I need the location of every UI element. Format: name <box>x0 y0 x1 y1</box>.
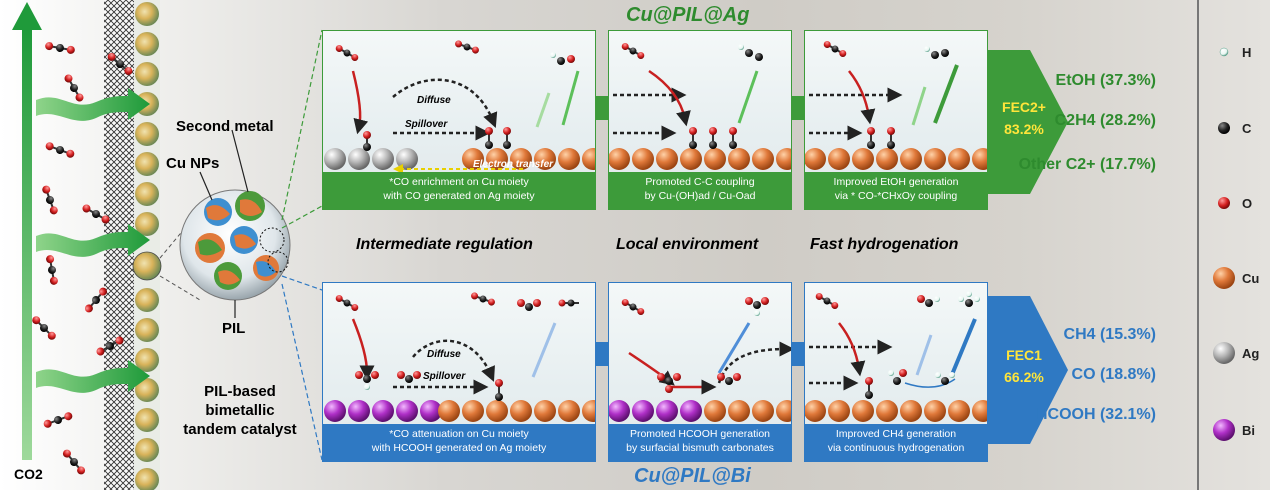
bi-atoms-row <box>609 400 702 422</box>
product-hcooh: HCOOH (32.1%) <box>1035 406 1156 423</box>
legend-cu-label: Cu <box>1242 271 1260 286</box>
ag-atoms-row <box>324 148 418 170</box>
bottom-panel-3-caption: Improved CH4 generation via continuous h… <box>805 424 987 461</box>
top-title: Cu@PIL@Ag <box>626 4 750 26</box>
zoom-line-lower <box>159 275 201 301</box>
copper-atom-icon <box>1213 267 1235 289</box>
electron-transfer-label: Electron transfer <box>473 159 554 170</box>
atom-legend <box>1213 47 1235 441</box>
legend-bi-label: Bi <box>1242 423 1255 438</box>
fe-c2-arrow <box>988 50 1068 194</box>
product-c2h4: C2H4 (28.2%) <box>1054 112 1156 129</box>
co2-molecules-feed <box>32 42 133 475</box>
bismuth-atom-icon <box>1213 419 1235 441</box>
product-other-c2: Other C2+ (17.7%) <box>1018 156 1156 173</box>
oxygen-atom-icon <box>1218 197 1230 209</box>
legend-c-label: C <box>1242 121 1252 136</box>
diffuse-label-bottom: Diffuse <box>427 349 461 360</box>
top-panel-1: Diffuse Spillover Electron transfer *CO … <box>322 30 596 210</box>
silver-atom-icon <box>1213 342 1235 364</box>
second-metal-label: Second metal <box>176 118 274 135</box>
legend-ag-label: Ag <box>1242 346 1260 361</box>
diffuse-label: Diffuse <box>417 95 451 106</box>
co2-flow-arrow-head <box>12 2 42 30</box>
bi-atoms-row <box>324 400 442 422</box>
top-panel-3: Improved EtOH generation via * CO-*CHxOy… <box>804 30 988 210</box>
label-local-environment: Local environment <box>616 236 759 253</box>
cu-atoms-row <box>462 148 595 170</box>
zoom-line-to-bottom-panel <box>281 275 323 291</box>
zoom-line-to-top-panel <box>281 205 323 229</box>
cu-atoms-row <box>805 400 987 422</box>
product-etoh: EtOH (37.3%) <box>1055 72 1156 89</box>
co2-label: CO2 <box>14 466 43 482</box>
legend-o-label: O <box>1242 196 1253 211</box>
fe-c1-label: FEC1 66.2% <box>1004 347 1044 385</box>
top-connector-2 <box>790 96 804 120</box>
pil-catalyst-sphere <box>179 189 291 301</box>
bottom-panel-1-caption: *CO attenuation on Cu moiety with HCOOH … <box>323 424 595 461</box>
catalyst-label: PIL-based bimetallic tandem catalyst <box>183 383 297 438</box>
second-metal-pointer <box>231 129 249 193</box>
legend-h-label: H <box>1242 45 1252 60</box>
top-panel-2-caption: Promoted C-C coupling by Cu-(OH)ad / Cu-… <box>609 172 791 209</box>
spillover-label-bottom: Spillover <box>423 371 466 382</box>
cu-atoms-row <box>704 400 791 422</box>
bottom-panel-2: Promoted HCOOH generation by surfacial b… <box>608 282 792 462</box>
bottom-connector-2 <box>790 342 804 366</box>
cu-nps-label: Cu NPs <box>166 155 220 172</box>
top-connector-1 <box>594 96 608 120</box>
bottom-panel-2-caption: Promoted HCOOH generation by surfacial b… <box>609 424 791 461</box>
fe-c1-arrow <box>988 296 1068 444</box>
bottom-panel-3: Improved CH4 generation via continuous h… <box>804 282 988 462</box>
cu-nps-pointer <box>199 171 213 201</box>
top-panel-1-caption: *CO enrichment on Cu moiety with CO gene… <box>323 172 595 209</box>
top-panel-2: Promoted C-C coupling by Cu-(OH)ad / Cu-… <box>608 30 792 210</box>
fe-c2-label: FEC2+ 83.2% <box>1002 99 1046 137</box>
spillover-label: Spillover <box>405 119 448 130</box>
co2-flow-arrow-shaft <box>22 30 32 460</box>
co2-wave-arrows <box>36 88 150 393</box>
cu-atoms-row <box>438 400 595 422</box>
carbon-atom-icon <box>1218 122 1230 134</box>
product-co: CO (18.8%) <box>1071 366 1156 383</box>
cu-atoms-row <box>805 148 987 170</box>
hydrogen-atom-icon <box>1219 47 1229 57</box>
label-fast-hydrogenation: Fast hydrogenation <box>810 236 959 253</box>
bottom-connector-1 <box>594 342 608 366</box>
cu-atoms-row <box>609 148 791 170</box>
label-intermediate-regulation: Intermediate regulation <box>356 236 533 253</box>
pil-label: PIL <box>222 320 246 337</box>
bottom-title: Cu@PIL@Bi <box>634 465 751 487</box>
product-ch4: CH4 (15.3%) <box>1063 326 1156 343</box>
top-panel-3-caption: Improved EtOH generation via * CO-*CHxOy… <box>805 172 987 209</box>
bottom-panel-1: Diffuse Spillover *CO attenuation on Cu … <box>322 282 596 462</box>
